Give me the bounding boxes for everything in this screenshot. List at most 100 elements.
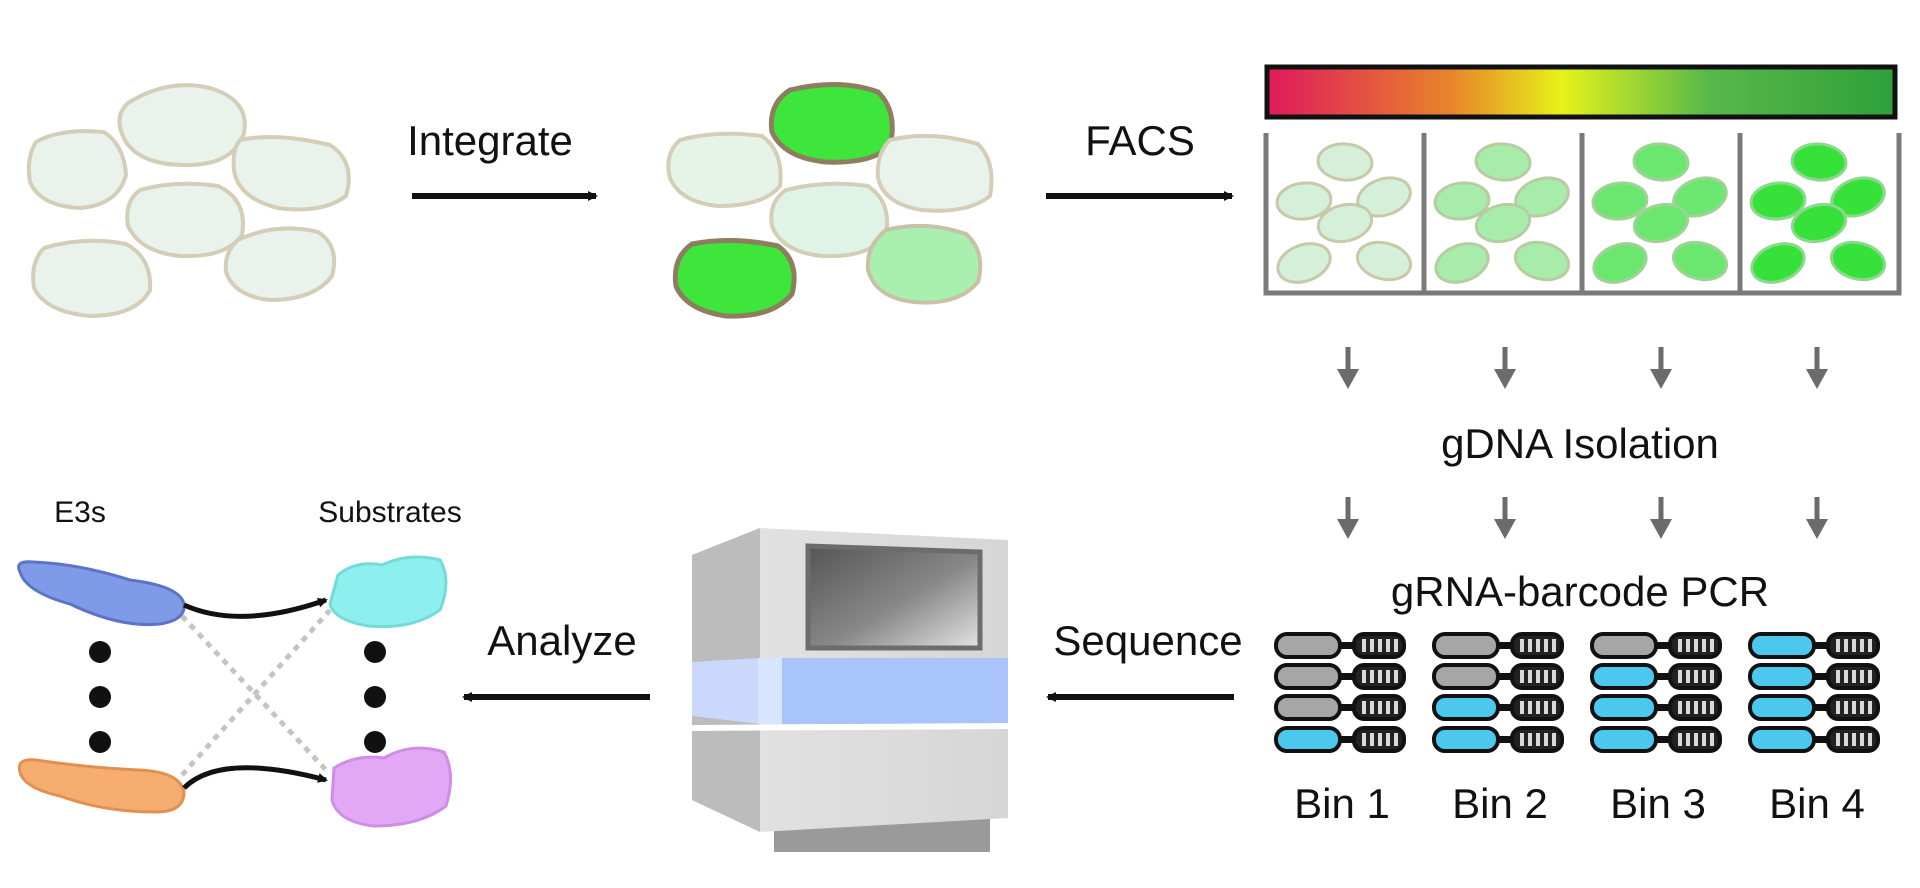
bin-cell (1591, 181, 1649, 221)
bin-cell (1632, 202, 1690, 244)
integrate-label: Integrate (407, 117, 573, 164)
gRNA-barcode-construct (1748, 632, 1880, 659)
bin-cell (1275, 181, 1333, 221)
gRNA-barcode-construct (1590, 726, 1722, 753)
ellipsis-dot (89, 686, 111, 708)
bin-label: Bin 2 (1452, 780, 1548, 827)
bin-cell (1829, 240, 1887, 282)
interaction-arrow (182, 765, 328, 790)
cell (223, 226, 337, 303)
cell (875, 133, 994, 213)
e3-protein-orange (17, 758, 186, 814)
substrate-protein-violet (330, 746, 452, 828)
bin-label: Bin 1 (1294, 780, 1390, 827)
bin-cell (1513, 240, 1571, 282)
barcode-grid (1274, 632, 1880, 753)
down-arrow-head (1494, 369, 1516, 389)
gRNA-barcode-construct (1432, 663, 1564, 690)
gRNA-barcode-construct (1432, 632, 1564, 659)
cell (231, 134, 351, 212)
bin-cell (1355, 240, 1413, 282)
bin-cell (1276, 242, 1332, 284)
cell (769, 181, 890, 259)
gRNA-barcode-construct (1274, 694, 1406, 721)
bin-cell (1750, 242, 1806, 284)
integrated-cells (666, 82, 994, 319)
gRNA-barcode-construct (1590, 632, 1722, 659)
bright-cell (672, 237, 797, 319)
ellipsis-dot (364, 641, 386, 663)
e3-protein-blue (17, 560, 186, 627)
ellipsis-dot (89, 731, 111, 753)
down-arrow-head (1337, 519, 1359, 539)
bin-cell (1749, 181, 1807, 221)
cell (31, 238, 153, 319)
medium-cell (865, 223, 983, 305)
integrate-step: Integrate (407, 117, 598, 201)
ellipsis-dot (364, 686, 386, 708)
cross-interaction-line (180, 608, 332, 777)
bin-label: Bin 4 (1769, 780, 1865, 827)
down-arrow-head (1806, 369, 1828, 389)
bin-cell (1671, 240, 1729, 282)
cell (666, 131, 783, 209)
facs-label: FACS (1085, 117, 1195, 164)
bin-cell (1316, 142, 1374, 182)
bin-cell (1790, 202, 1848, 244)
bin-cells (1275, 142, 1887, 284)
down-arrows (1337, 347, 1828, 539)
bin-cell (1434, 242, 1490, 284)
bin-label: Bin 3 (1610, 780, 1706, 827)
sequence-step: Sequence (1046, 617, 1243, 702)
gRNA-barcode-construct (1748, 694, 1880, 721)
analyze-step: Analyze (462, 617, 650, 702)
gRNA-barcode-construct (1748, 726, 1880, 753)
bin-cell (1474, 202, 1532, 244)
sequencer-machine (691, 528, 1009, 852)
bin-labels: Bin 1 Bin 2 Bin 3 Bin 4 (1294, 780, 1865, 827)
e3-substrate-network: E3s Substrates (17, 496, 462, 828)
gRNA-barcode-construct (1432, 694, 1564, 721)
gRNA-barcode-construct (1748, 663, 1880, 690)
analyze-label: Analyze (487, 617, 636, 664)
sequencer-band (760, 658, 1008, 724)
substrate-protein-cyan (328, 555, 448, 629)
sequencer-seam (691, 723, 1009, 731)
down-arrow-head (1337, 369, 1359, 389)
bin-cell (1632, 142, 1690, 182)
gRNA-barcode-construct (1274, 632, 1406, 659)
e3s-label: E3s (54, 496, 106, 529)
bin-cell (1592, 242, 1648, 284)
pcr-label: gRNA-barcode PCR (1391, 568, 1769, 615)
gRNA-barcode-construct (1432, 726, 1564, 753)
sorting-bins (1263, 133, 1902, 296)
gRNA-barcode-construct (1590, 694, 1722, 721)
sequencer-band-side (692, 658, 760, 724)
down-arrow-head (1494, 519, 1516, 539)
bright-cell (768, 82, 895, 165)
facs-step: FACS (1046, 117, 1234, 201)
bin-cell (1474, 142, 1532, 182)
cell (117, 83, 247, 168)
cell (26, 129, 129, 211)
substrates-label: Substrates (318, 496, 461, 529)
ellipsis-dot (364, 731, 386, 753)
sequencer-screen (805, 543, 983, 651)
gRNA-barcode-construct (1274, 663, 1406, 690)
down-arrow-head (1806, 519, 1828, 539)
sequence-label: Sequence (1053, 617, 1242, 664)
bin-cell (1433, 181, 1491, 221)
bin-cell (1790, 142, 1848, 182)
fluorescence-gradient-bar (1264, 64, 1898, 120)
untreated-cells (26, 83, 351, 319)
interaction-arrow (182, 597, 328, 619)
bin-cell (1316, 202, 1374, 244)
gdna-isolation-label: gDNA Isolation (1441, 420, 1719, 467)
sequencer-band-edge (758, 658, 782, 724)
ellipsis-dot (89, 641, 111, 663)
down-arrow-head (1650, 369, 1672, 389)
gRNA-barcode-construct (1274, 726, 1406, 753)
cell (125, 181, 245, 259)
gRNA-barcode-construct (1590, 663, 1722, 690)
